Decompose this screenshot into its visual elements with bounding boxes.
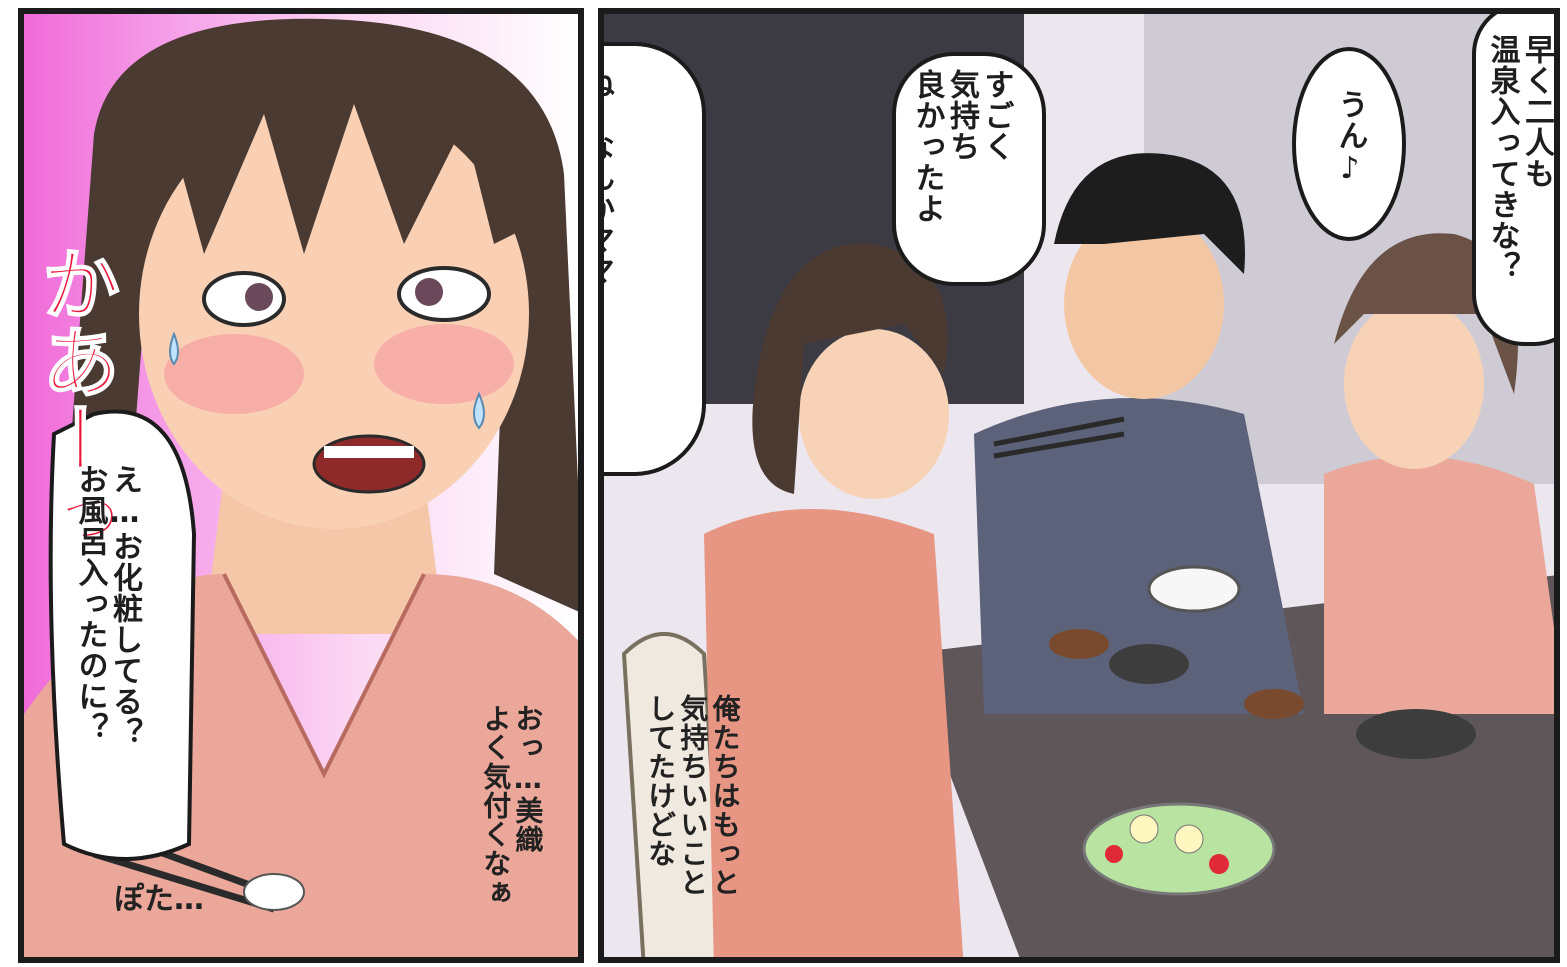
- face: [139, 99, 529, 529]
- hotpot-icon: [1109, 644, 1189, 684]
- speech-bubble-man: [892, 52, 1046, 286]
- speech-bubble-mother: [1472, 14, 1554, 346]
- bangs: [114, 34, 554, 274]
- left-panel: かあーっ ぽた… え…お化粧してる？ お風呂入ったのに？ おっ…美織 よく気付く…: [18, 8, 584, 963]
- right-panel: 早く二人も 温泉入ってきな？ うん♪ すごく 気持ち 良かったよ ねーなんかママ…: [598, 8, 1560, 963]
- mother-yukata: [1324, 456, 1554, 714]
- rice-icon: [243, 873, 305, 911]
- right-eye: [397, 266, 491, 322]
- speech-daughter-reply: うん♪: [1332, 89, 1368, 187]
- man-hair: [1054, 153, 1245, 274]
- speech-man: すごく 気持ち 良かったよ: [909, 69, 1014, 224]
- sfx-drop: ぽた…: [114, 882, 204, 917]
- mother-face: [1344, 299, 1484, 469]
- speech-bubble-daughter: [604, 42, 706, 476]
- daughter-yukata: [704, 509, 964, 957]
- right-panel-art: [604, 14, 1554, 957]
- miso-bowl-icon-2: [1244, 689, 1304, 719]
- mouth: [312, 434, 426, 494]
- man-face: [1064, 209, 1224, 399]
- daughter-face: [799, 329, 949, 499]
- sfx-blush: かあーっ: [28, 243, 120, 557]
- speech-mother: 早く二人も 温泉入ってきな？: [1484, 34, 1555, 282]
- narration: 俺たちはもっと 気持ちいいこと してたけどな: [644, 694, 742, 897]
- daughter-hair: [752, 243, 948, 494]
- left-panel-art: [24, 18, 578, 957]
- miso-bowl-icon: [1049, 629, 1109, 659]
- speech-bubble-reply: [1292, 47, 1406, 241]
- thought-man: おっ…美織 よく気付くなぁ: [479, 704, 545, 907]
- speech-bubble-left: [48, 409, 197, 861]
- speech-daughter-left: え…お化粧してる？ お風呂入ったのに？: [72, 464, 143, 748]
- hotpot-icon-2: [1356, 709, 1476, 759]
- speech-daughter-question: ねーなんかママ いつもと違う…化粧？: [598, 69, 614, 286]
- rice-bowl-icon: [1147, 565, 1241, 613]
